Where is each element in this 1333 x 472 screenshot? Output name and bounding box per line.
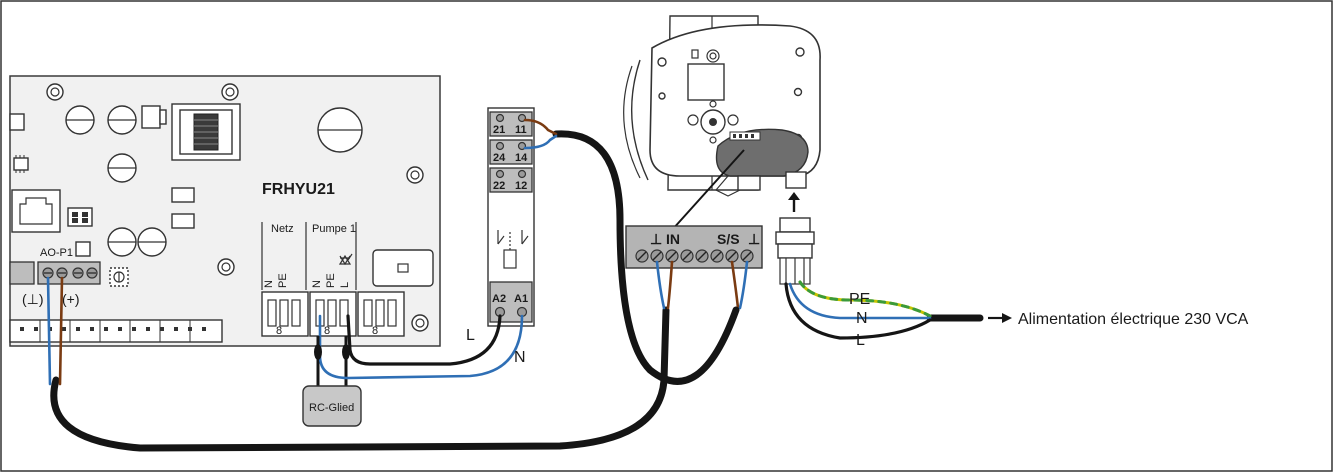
terminal-ss-label: S/S (717, 231, 740, 247)
relay-wire-n-label: N (514, 349, 526, 366)
circulation-pump (623, 15, 821, 197)
bottom-connector-row (9, 319, 223, 343)
relay-pin-12: 12 (515, 180, 527, 192)
relay-pin-a2: A2 (492, 293, 506, 305)
triac-icon (338, 253, 353, 266)
pumpe-pin-pe: PE (325, 273, 337, 288)
power-supply-label: Alimentation électrique 230 VCA (1018, 311, 1249, 328)
netz-pin-pe: PE (277, 273, 289, 288)
terminal-in-label: IN (666, 231, 680, 247)
terminal-ground-left: ⊥ (650, 231, 662, 247)
pumpe-pin-n: N (311, 280, 323, 288)
netz-pin-n: N (263, 280, 275, 288)
relay-pin-a1: A1 (514, 293, 528, 305)
connector-pin-label-3: 8 (372, 325, 378, 337)
control-board (9, 75, 441, 347)
relay-pin-24: 24 (493, 152, 506, 164)
relay-pin-22: 22 (493, 180, 505, 192)
pointer-arrow (671, 149, 745, 231)
connector-pin-label-2: 8 (324, 325, 330, 337)
polarity-left-label: (⊥) (22, 291, 44, 307)
relay-wire-l-label: L (466, 327, 475, 344)
terminal-block (625, 225, 763, 269)
signal-cable (50, 306, 670, 452)
connector-pin-label-1: 8 (276, 325, 282, 337)
rc-element (302, 352, 362, 427)
board-title: FRHYU21 (262, 181, 335, 198)
relay-pin-11: 11 (515, 124, 527, 136)
right-arrow-icon (988, 313, 1012, 323)
polarity-right-label: (+) (62, 291, 80, 307)
up-arrow-icon (788, 192, 800, 212)
power-wire-n-label: N (856, 310, 868, 327)
power-wire-l-label: L (856, 332, 865, 349)
terminal-ground-right: ⊥ (748, 231, 760, 247)
power-wire-pe-label: PE (849, 291, 870, 308)
pumpe-pin-l: L (339, 282, 351, 288)
port-label: AO-P1 (40, 247, 73, 259)
rc-element-label: RC-Glied (309, 402, 354, 414)
netz-label: Netz (271, 223, 294, 235)
din-relay (487, 107, 535, 327)
relay-pin-21: 21 (493, 124, 505, 136)
power-plug (775, 217, 815, 285)
relay-pin-14: 14 (515, 152, 528, 164)
relay-cable (552, 130, 740, 385)
pumpe-label: Pumpe 1 (312, 223, 356, 235)
